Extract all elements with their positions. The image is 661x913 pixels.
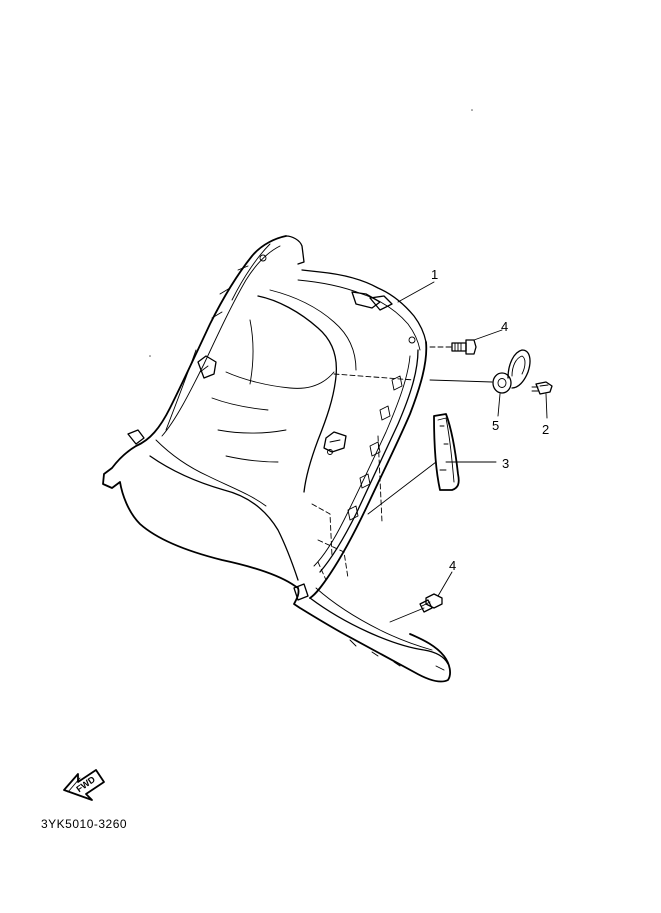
callout-4-bottom: 4: [449, 558, 456, 573]
callout-3: 3: [502, 456, 509, 471]
screw-4-top: 4: [429, 319, 508, 355]
part-3-cover: 3: [367, 413, 509, 515]
drawing-code: 3YK5010-3260: [41, 817, 128, 831]
fwd-arrow-icon: FWD: [63, 769, 105, 801]
leg-shield-panel: [102, 235, 451, 683]
callout-2: 2: [542, 422, 549, 437]
callout-4-top: 4: [501, 319, 508, 334]
callout-5: 5: [492, 418, 499, 433]
screw-2: 2: [531, 381, 553, 437]
screw-4-bottom: 4: [389, 558, 456, 623]
callout-1-group: 1: [397, 267, 438, 303]
part-5-loop: 5: [429, 349, 531, 433]
callout-1: 1: [431, 267, 438, 282]
